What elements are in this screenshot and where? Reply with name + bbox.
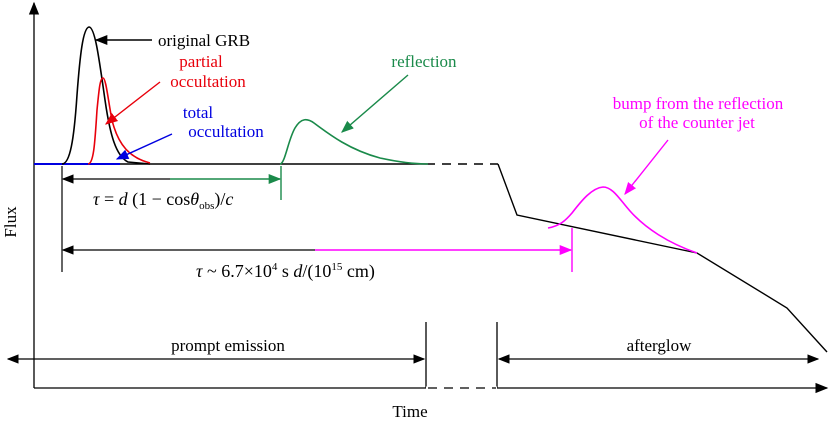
total-label-line1: total: [183, 103, 213, 122]
total-occultation-annotation: total occultation: [115, 103, 264, 160]
x-axis-label: Time: [392, 402, 427, 421]
counter-jet-delay-marker: τ ~ 6.7×104 s d/(1015 cm): [61, 195, 573, 282]
partial-label-line1: partial: [179, 52, 223, 71]
bump-label-line2: of the counter jet: [639, 113, 755, 132]
reflection-pulse: [279, 118, 429, 165]
partial-occultation-pulse: [87, 77, 151, 165]
counter-jet-bump: [547, 186, 698, 254]
bump-label-line1: bump from the reflection: [613, 94, 784, 113]
phase-brackets: prompt emission afterglow: [6, 322, 820, 390]
reflection-arrow: [341, 74, 409, 133]
afterglow-curve: [497, 163, 828, 353]
original-grb-annotation: original GRB: [94, 31, 250, 50]
partial-occultation-arrow: [105, 81, 161, 125]
original-grb-pulse: [61, 26, 151, 165]
counter-jet-annotation: bump from the reflection of the counter …: [613, 94, 784, 195]
reflection-annotation: reflection: [341, 52, 457, 133]
partial-occultation-annotation: partial occultation: [105, 52, 246, 125]
original-grb-label: original GRB: [158, 31, 250, 50]
delay1-formula: τ = d (1 − cosθobs)/c: [93, 189, 233, 212]
afterglow-label: afterglow: [627, 336, 693, 355]
total-label-line2: occultation: [188, 122, 264, 141]
partial-label-line2: occultation: [170, 72, 246, 91]
total-occultation-arrow: [115, 133, 173, 160]
reflection-label: reflection: [391, 52, 457, 71]
y-axis-label: Flux: [1, 206, 20, 238]
reflection-delay-marker: τ = d (1 − cosθobs)/c: [61, 166, 282, 212]
prompt-emission-label: prompt emission: [171, 336, 285, 355]
counter-jet-arrow: [624, 139, 669, 195]
delay2-formula: τ ~ 6.7×104 s d/(1015 cm): [196, 261, 375, 282]
